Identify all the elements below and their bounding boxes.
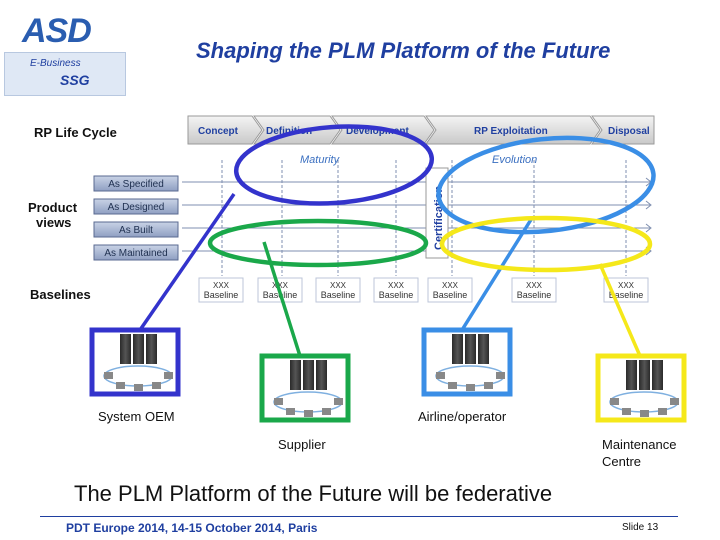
product-view-as-designed: As Designed	[108, 202, 165, 213]
connector-lines	[138, 193, 642, 357]
server-cluster-icon	[273, 360, 343, 417]
phase-development: Development	[346, 126, 409, 137]
supplier-ellipse	[207, 218, 429, 268]
phase-disposal: Disposal	[608, 126, 650, 137]
footer-event: PDT Europe 2014, 14-15 October 2014, Par…	[66, 521, 318, 535]
maintenance-ellipse	[439, 215, 653, 273]
evolution-label: Evolution	[492, 154, 537, 166]
baseline-box	[198, 277, 244, 303]
product-views-label-2: views	[36, 215, 72, 230]
federation-ellipses	[207, 124, 656, 273]
baseline-6-line2: Baseline	[517, 290, 552, 300]
server-cluster-icon	[103, 334, 173, 391]
airline-ellipse	[436, 135, 656, 235]
baseline-5-line2: Baseline	[433, 290, 468, 300]
oem-ellipse	[233, 124, 435, 206]
logo-badge-line1: E-Business	[30, 58, 81, 69]
baseline-1-line1: XXX	[213, 281, 230, 290]
site-label-airline: Airline/operator	[418, 409, 507, 424]
site-label-supplier: Supplier	[278, 437, 326, 452]
baseline-2-line1: XXX	[272, 281, 289, 290]
baseline-box	[315, 277, 361, 303]
baseline-7-line2: Baseline	[609, 290, 644, 300]
baseline-5-line1: XXX	[442, 281, 459, 290]
server-cluster-icon	[435, 334, 505, 391]
slide-number: Slide 13	[622, 522, 659, 533]
site-frames	[89, 327, 687, 423]
site-label-maintenance-2: Centre	[602, 454, 642, 469]
product-view-as-built: As Built	[119, 225, 153, 236]
product-views-label-1: Product	[28, 200, 78, 215]
lifecycle-label: RP Life Cycle	[34, 125, 117, 140]
maintenance-connector	[598, 263, 642, 357]
baseline-6-line1: XXX	[526, 281, 543, 290]
product-view-box	[93, 221, 179, 238]
phase-exploitation: RP Exploitation	[474, 126, 548, 137]
site-label-system-oem: System OEM	[98, 409, 175, 424]
phase-concept: Concept	[198, 126, 239, 137]
baseline-3-line2: Baseline	[321, 290, 356, 300]
logo-wordmark: ASD	[22, 12, 92, 50]
airline-connector	[460, 217, 534, 331]
server-cluster-icon	[609, 360, 679, 417]
baseline-box	[373, 277, 419, 303]
oem-connector	[138, 193, 236, 331]
site-label-maintenance-1: Maintenance	[602, 437, 677, 452]
baselines-label: Baselines	[30, 287, 91, 302]
logo-badge	[4, 52, 126, 96]
phase-chevron-concept	[187, 115, 263, 145]
maturity-label: Maturity	[300, 154, 341, 166]
product-view-as-maintained: As Maintained	[104, 248, 167, 259]
baseline-4-line2: Baseline	[379, 290, 414, 300]
baseline-1-line2: Baseline	[204, 290, 239, 300]
product-view-box	[93, 198, 179, 215]
baseline-box	[427, 277, 473, 303]
page-title: Shaping the PLM Platform of the Future	[196, 38, 611, 63]
baseline-4-line1: XXX	[388, 281, 405, 290]
product-view-as-specified: As Specified	[108, 179, 164, 190]
product-view-box	[93, 244, 179, 261]
logo-badge-line2: SSG	[60, 72, 90, 88]
product-view-box	[93, 175, 179, 192]
baseline-7-line1: XXX	[618, 281, 635, 290]
baseline-box	[511, 277, 557, 303]
baselines: XXX Baseline XXX Baseline XXX Baseline X…	[198, 277, 649, 303]
product-views: As Specified As Designed As Built As Mai…	[93, 175, 179, 261]
baseline-3-line1: XXX	[330, 281, 347, 290]
footer-divider	[40, 516, 678, 517]
headline: The PLM Platform of the Future will be f…	[74, 481, 553, 506]
